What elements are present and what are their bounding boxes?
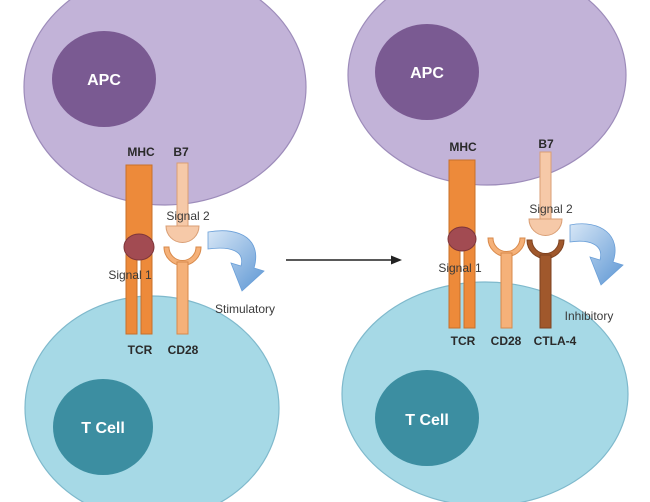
right-inhibitory-arrow-icon xyxy=(569,223,624,286)
right-mhc-label: MHC xyxy=(449,140,477,154)
right-signal1-label: Signal 1 xyxy=(438,261,482,275)
left-b7-label: B7 xyxy=(173,145,189,159)
transition-arrow-icon xyxy=(286,255,402,265)
right-peptide-antigen xyxy=(447,226,477,252)
right-tcr-beta xyxy=(463,239,476,329)
right-cd28-cup xyxy=(487,237,526,257)
right-b7-head xyxy=(528,218,563,236)
left-tcr-label: TCR xyxy=(128,343,153,357)
right-cd28-label: CD28 xyxy=(491,334,522,348)
right-b7-label: B7 xyxy=(538,137,554,151)
left-b7-head xyxy=(165,225,200,243)
left-cd28-stalk xyxy=(176,261,189,335)
right-signal2-label: Signal 2 xyxy=(529,202,573,216)
right-tcr-label: TCR xyxy=(451,334,476,348)
left-mhc-label: MHC xyxy=(127,145,155,159)
right-tcr-alpha xyxy=(448,239,461,329)
right-ctla4-label: CTLA-4 xyxy=(534,334,577,348)
right-tcell-label: T Cell xyxy=(405,412,449,429)
left-apc-nucleus xyxy=(52,31,156,127)
right-ctla4-cup xyxy=(526,239,565,259)
right-t-cell-nucleus xyxy=(375,370,479,466)
right-cd28-stalk xyxy=(500,252,513,329)
left-outcome-label: Stimulatory xyxy=(215,302,275,316)
left-tcell-label: T Cell xyxy=(81,420,125,437)
left-cd28-label: CD28 xyxy=(168,343,199,357)
left-t-cell-nucleus xyxy=(53,379,153,475)
left-apc-label: APC xyxy=(87,72,121,89)
right-apc-nucleus xyxy=(375,24,479,120)
right-apc-label: APC xyxy=(410,65,444,82)
left-mhc xyxy=(125,164,153,246)
right-outcome-label: Inhibitory xyxy=(565,309,614,323)
left-stimulatory-arrow-icon xyxy=(207,230,265,292)
left-panel: T Cell APC MHC B7 Signal 2 Signal 1 Stim… xyxy=(23,0,307,502)
left-signal1-label: Signal 1 xyxy=(108,268,152,282)
right-ctla4-stalk xyxy=(539,254,552,329)
left-peptide-antigen xyxy=(123,233,155,261)
left-signal2-label: Signal 2 xyxy=(166,209,210,223)
left-cd28-cup xyxy=(163,246,202,266)
right-panel: T Cell APC MHC B7 Signal 2 Signal 1 Inhi… xyxy=(341,0,629,502)
